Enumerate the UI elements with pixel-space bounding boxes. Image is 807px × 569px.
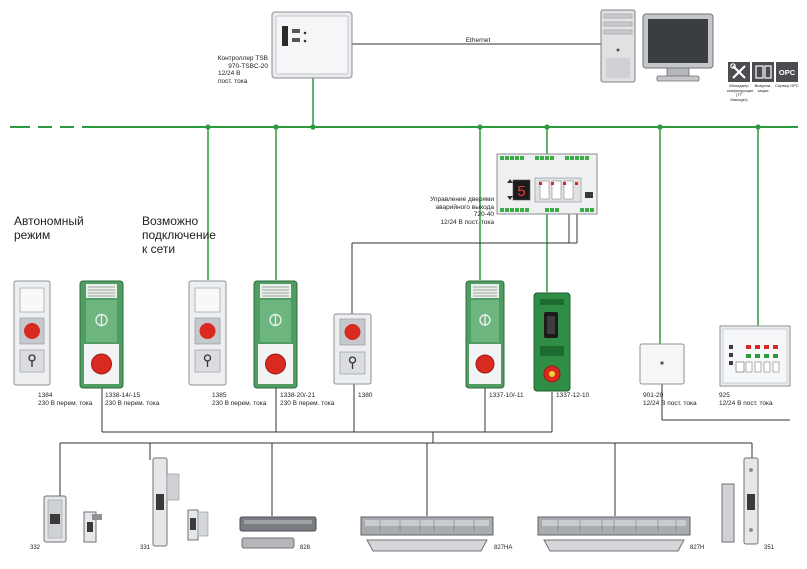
panel-1385[interactable] — [188, 280, 227, 386]
device-label-901-20: 901-20 12/24 В пост. тока — [643, 392, 697, 407]
door-control-subtitle: аварийного выхода — [435, 203, 494, 211]
tools-caption: Менеджер конфигурации (TT Manager) — [727, 83, 754, 102]
device-label-925: 925 12/24 В пост. тока — [719, 392, 773, 407]
device-label-1337-10: 1337-10/-11 — [489, 392, 524, 400]
lock-label-827h: 827H — [690, 545, 705, 551]
module-901-20[interactable] — [639, 343, 685, 385]
visualization-caption: Визуали-зация — [754, 83, 772, 93]
computer-monitor[interactable] — [642, 13, 714, 82]
device-power: 12/24 В пост. тока — [643, 399, 697, 407]
opc-icon: OPC — [776, 62, 798, 82]
lock-827h[interactable] — [537, 516, 691, 552]
door-control-unit[interactable]: 5 — [496, 153, 598, 215]
lock-332[interactable] — [43, 495, 102, 543]
door-control-label: Управление дверями аварийного выхода 720… — [410, 196, 494, 226]
panel-1380[interactable] — [333, 313, 372, 385]
lock-828[interactable] — [239, 516, 317, 549]
controller-name: Контроллер TSB — [217, 55, 268, 62]
controller-voltage: 12/24 В — [218, 70, 241, 77]
device-label-1338-20: 1338-20/-21 230 В перем. тока — [280, 392, 334, 407]
door-control-power: 12/24 В пост. тока — [440, 218, 494, 226]
opc-caption: Сервер OPC — [775, 83, 799, 88]
panel-925[interactable] — [719, 325, 791, 387]
device-model: 925 — [719, 392, 730, 399]
door-control-title: Управление дверями — [430, 196, 494, 203]
device-model: 1385 — [212, 392, 227, 399]
lock-351[interactable] — [721, 457, 759, 545]
device-model: 901-20 — [643, 392, 664, 399]
door-control-display: 5 — [517, 184, 526, 201]
controller-tsb[interactable] — [271, 11, 353, 79]
door-control-model: 720-40 — [473, 211, 494, 218]
lock-label-827ha: 827HA — [494, 545, 513, 551]
device-model: 1384 — [38, 392, 53, 399]
lock-827ha[interactable] — [360, 516, 494, 552]
device-model: 1338-14/-15 — [105, 392, 141, 399]
device-label-1337-12: 1337-12-10 — [556, 392, 589, 400]
device-label-1384: 1384 230 В перем. тока — [38, 392, 92, 407]
panel-1384[interactable] — [13, 280, 51, 386]
panel-1338-14[interactable] — [79, 280, 124, 389]
wiring — [59, 43, 790, 516]
panel-1337-10[interactable] — [465, 280, 505, 389]
controller-label: Контроллер TSB 970-TSBC-20 12/24 В пост.… — [210, 55, 268, 85]
device-label-1380: 1380 — [358, 392, 372, 400]
panel-1337-12[interactable] — [533, 292, 571, 392]
bus-drops — [207, 78, 759, 344]
device-model: 1338-20/-21 — [280, 392, 316, 399]
device-power: 230 В перем. тока — [280, 399, 335, 407]
tools-icon — [728, 62, 750, 82]
computer-tower[interactable] — [600, 9, 636, 83]
device-model: 1337-12-10 — [556, 392, 590, 399]
device-label-1385: 1385 230 В перем. тока — [212, 392, 266, 407]
device-power: 230 В перем. тока — [212, 399, 267, 407]
device-power: 12/24 В пост. тока — [719, 399, 773, 407]
lock-331[interactable] — [152, 457, 209, 547]
device-model: 1337-10/-11 — [489, 392, 524, 399]
lock-label-351: 351 — [764, 545, 775, 551]
controller-current: пост. тока — [218, 77, 248, 85]
device-model: 1380 — [358, 392, 373, 399]
device-power: 230 В перем. тока — [38, 399, 93, 407]
network-mode-label: Возможно подключение к сети — [142, 214, 216, 256]
visualization-icon — [752, 62, 774, 82]
device-label-1338-14: 1338-14/-15 230 В перем. тока — [105, 392, 159, 407]
opc-icon-label: OPC — [779, 68, 796, 77]
autonomous-mode-label: Автономный режим — [14, 214, 84, 242]
lock-label-332: 332 — [30, 545, 41, 551]
panel-1338-20[interactable] — [253, 280, 298, 389]
controller-model: 970-TSBC-20 — [228, 62, 268, 70]
device-power: 230 В перем. тока — [105, 399, 160, 407]
bus-nodes — [205, 124, 761, 130]
lock-label-331: 331 — [140, 545, 151, 551]
ethernet-label: Ethernet — [466, 37, 491, 44]
lock-label-828: 828 — [300, 545, 311, 551]
